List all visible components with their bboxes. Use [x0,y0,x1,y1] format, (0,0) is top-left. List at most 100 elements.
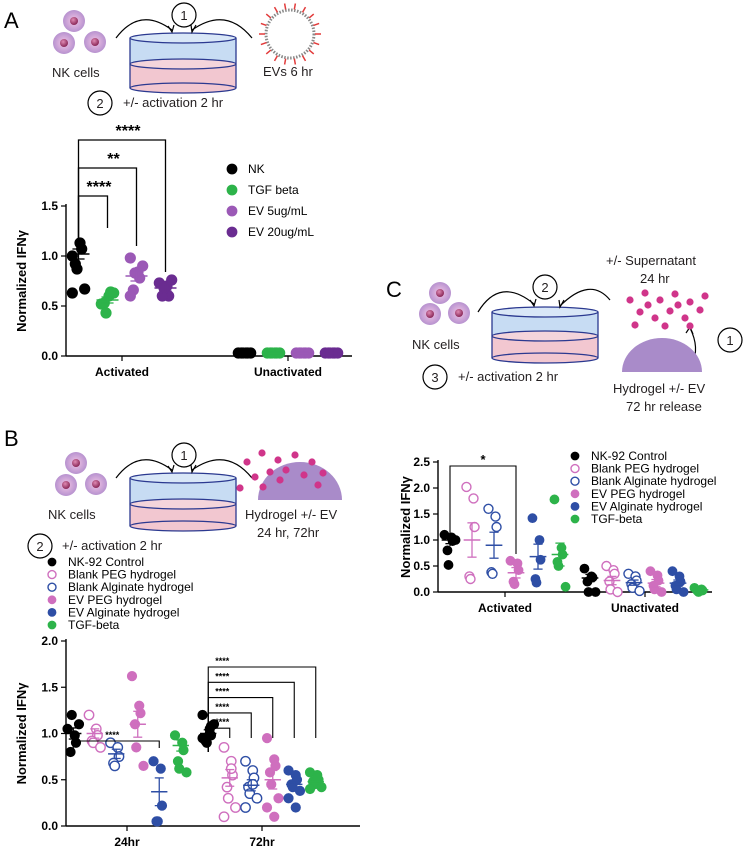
data-point [509,579,520,590]
data-point [465,573,476,585]
legend-marker [570,451,580,461]
data-point [218,741,230,753]
data-point [152,816,163,827]
data-point [678,587,689,597]
data-point [240,802,251,813]
significance-label: **** [215,702,230,712]
data-point [487,568,498,579]
ev-dot [314,481,322,489]
ev-protein [313,22,320,27]
data-point [131,742,142,753]
panel-c-nk-label: NK cells [412,337,460,352]
x-tick-label: 24hr [114,835,140,846]
panel-b-hydrogel-label-2: 24 hr, 72hr [257,525,320,540]
data-point [667,566,678,577]
panel-c-hydrogel-label-2: 72 hr release [626,399,702,414]
significance-label: ** [107,151,120,168]
legend-label: EV Alginate hydrogel [591,499,702,513]
ev-protein [308,13,315,19]
data-point [283,793,294,804]
panel-b-step1-marker: 1 [171,442,197,468]
ev-dot [701,292,709,300]
data-point [109,760,121,772]
panel-c-activation-label: +/- activation 2 hr [458,369,559,384]
data-point [169,730,181,741]
data-point [461,481,472,493]
y-tick-label: 1.0 [41,727,58,741]
ev-dot [681,314,689,322]
svg-text:2: 2 [36,539,43,554]
significance-bracket [77,139,167,272]
y-tick-label: 0.5 [41,773,58,787]
panel-c-ev-cloud-icon [626,289,709,330]
hydrogel-dome [258,462,342,500]
ev-membrane [264,8,316,60]
panel-a-arrows [115,19,253,39]
ev-dot [641,289,649,297]
nk-cell-icon [85,473,107,495]
ev-protein [283,58,287,65]
significance-label: * [480,452,486,467]
ev-protein [265,13,272,19]
data-point [304,783,316,795]
legend-label: EV 5ug/mL [248,204,308,218]
significance-bracket [449,465,517,554]
y-tick-label: 0.0 [41,819,58,833]
panel-c-step3-marker: 3 [422,364,448,390]
data-point [534,535,545,545]
legend-marker [226,184,238,196]
data-point [283,765,294,776]
legend-label: Blank PEG hydrogel [591,462,699,476]
y-axis-title: Normalized IFNγ [14,682,29,785]
y-tick-label: 0.5 [413,559,430,573]
y-tick-label: 1.5 [413,507,430,521]
ev-protein [293,58,297,65]
data-point [166,274,178,286]
panel-a-nk-cells [53,10,106,54]
ev-protein [301,6,307,13]
data-point [124,252,136,264]
panel-b-arrows [115,459,253,479]
svg-text:1: 1 [180,448,187,463]
significance-label: **** [116,123,142,140]
legend-label: TGF beta [248,183,299,197]
data-point [124,290,136,302]
panel-a-activation-label: +/- activation 2 hr [123,95,224,110]
ev-dot [276,476,284,484]
ev-protein [308,49,315,55]
panel-c-hydrogel-icon [622,338,702,372]
data-point [73,719,85,730]
panel-a-culture-well [129,32,237,94]
data-point [66,709,77,721]
data-point [79,283,91,295]
ev-protein [273,6,279,13]
data-point [218,811,230,823]
ev-dot [282,466,290,474]
legend-label: TGF-beta [591,512,643,526]
panel-c-hydrogel-label-1: Hydrogel +/- EV [613,381,705,396]
nk-cell-icon [448,302,470,324]
data-point [112,741,124,753]
x-tick-label: Unactivated [254,365,322,379]
data-point [66,287,78,299]
svg-text:1: 1 [726,333,733,348]
legend-label: EV PEG hydrogel [68,593,162,607]
panel-a-ev-label: EVs 6 hr [263,64,314,79]
data-point [155,763,166,774]
panel-b-hydrogel-icon [236,449,342,500]
ev-dot [300,471,308,479]
panel-b-hydrogel-label-1: Hydrogel +/- EV [245,507,337,522]
data-point [138,760,149,771]
data-point [443,560,454,570]
nk-cell-icon [55,474,77,496]
x-tick-label: Unactivated [611,601,679,615]
legend-marker [47,569,57,580]
significance-label: **** [215,656,230,666]
panel-b-step2-marker: 2 [27,533,53,559]
nk-cell-icon [53,32,75,54]
ev-dot [636,308,644,316]
ev-protein [283,3,287,10]
data-point [83,709,95,721]
